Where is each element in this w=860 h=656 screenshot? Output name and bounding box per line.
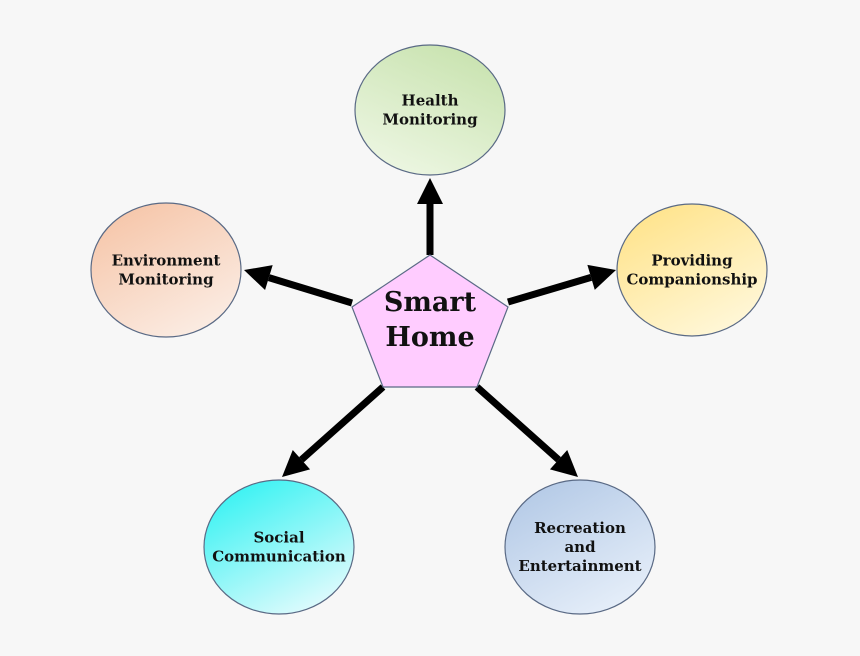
arrowhead-to-recreation-and-entertainment bbox=[549, 449, 578, 477]
arrowhead-to-providing-companionship bbox=[587, 264, 616, 290]
recreation-and-entertainment-node bbox=[504, 479, 656, 615]
arrowhead-to-environment-monitoring bbox=[244, 265, 273, 291]
health-monitoring-node bbox=[354, 44, 506, 176]
arrow-to-social-communication bbox=[299, 384, 386, 463]
arrowhead-to-health-monitoring bbox=[417, 178, 443, 204]
social-communication-node bbox=[203, 479, 355, 615]
arrow-to-environment-monitoring bbox=[267, 274, 354, 307]
environment-monitoring-node bbox=[90, 202, 242, 338]
arrow-to-recreation-and-entertainment bbox=[474, 384, 561, 463]
arrowhead-to-social-communication bbox=[282, 449, 311, 477]
center-pentagon bbox=[351, 254, 509, 388]
arrow-to-providing-companionship bbox=[507, 274, 593, 306]
providing-companionship-node bbox=[616, 203, 768, 337]
